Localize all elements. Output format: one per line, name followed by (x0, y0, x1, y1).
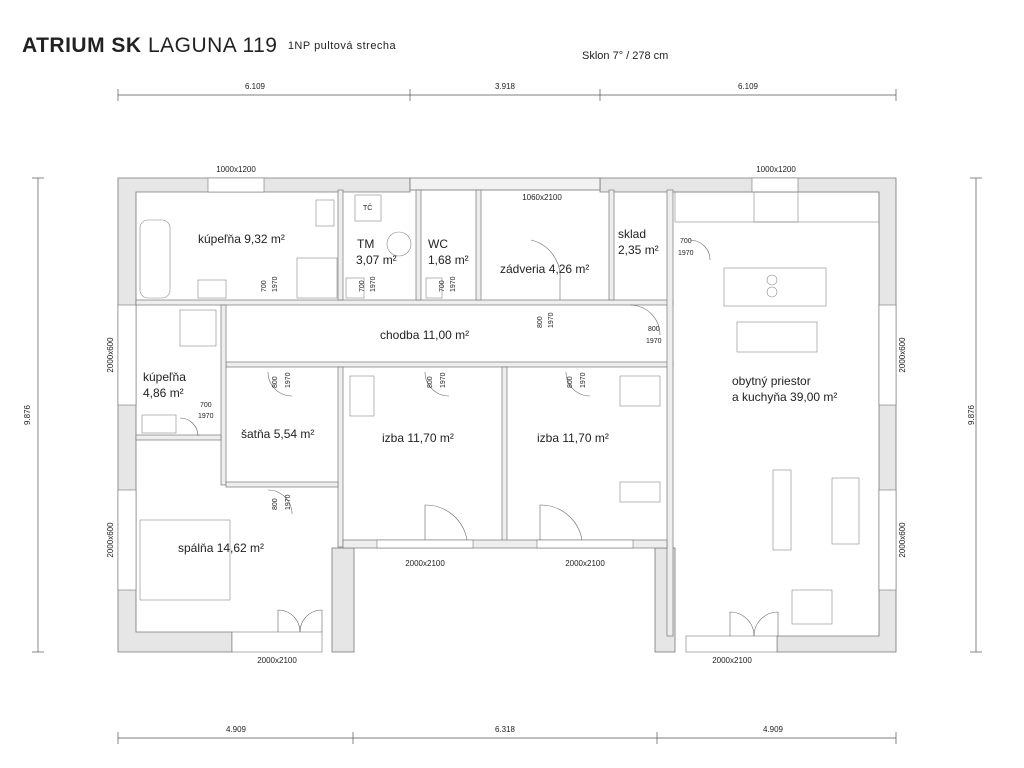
label-win-top-left: 1000x1200 (216, 165, 256, 174)
door-h-zadveria: 1970 (548, 312, 555, 328)
dim-top-1: 6.109 (245, 82, 266, 91)
door-h-obyvacka: 1970 (646, 338, 662, 345)
dim-top-2: 3.918 (495, 82, 516, 91)
room-tm-area: 3,07 m² (356, 253, 397, 267)
door-h-izba2: 1970 (580, 372, 587, 388)
room-wc-name: WC (428, 237, 448, 251)
room-satna: šatňa 5,54 m² (241, 427, 314, 441)
door-h-spalna: 1970 (285, 494, 292, 510)
dim-top-3: 6.109 (738, 82, 759, 91)
door-w-wc: 700 (439, 280, 446, 292)
label-door-spalna: 2000x2100 (257, 656, 297, 665)
roof-slope: Sklon 7° / 278 cm (582, 50, 669, 62)
room-kupelna2-name: kúpeľňa (143, 370, 186, 384)
door-h-kupelna1: 1970 (272, 276, 279, 292)
room-spalna: spálňa 14,62 m² (178, 541, 264, 555)
plan-title: ATRIUM SK LAGUNA 119 1NP pultová strecha (22, 34, 396, 58)
door-w-sklad: 700 (680, 238, 692, 245)
heat-pump-label: TČ (363, 203, 372, 212)
door-w-obyvacka: 800 (648, 326, 660, 333)
label-door-entry: 1060x2100 (522, 193, 562, 202)
room-wc-area: 1,68 m² (428, 253, 469, 267)
door-w-satna: 800 (272, 376, 279, 388)
door-w-kupelna2: 700 (200, 402, 212, 409)
door-h-izba1: 1970 (440, 372, 447, 388)
dim-left: 9.876 (23, 404, 32, 425)
door-w-tm: 700 (359, 280, 366, 292)
dim-bottom-1: 4.909 (226, 725, 247, 734)
room-sklad-name: sklad (618, 227, 646, 241)
door-w-zadveria: 800 (537, 316, 544, 328)
door-w-izba2: 800 (567, 376, 574, 388)
brand-name: ATRIUM SK (22, 34, 142, 57)
door-h-satna: 1970 (285, 372, 292, 388)
model-name: LAGUNA 119 (147, 34, 278, 57)
door-h-tm: 1970 (370, 276, 377, 292)
plan-subtitle: 1NP pultová strecha (287, 40, 397, 52)
room-kupelna1: kúpeľňa 9,32 m² (198, 232, 285, 246)
label-win-right-upper: 2000x600 (898, 337, 907, 373)
dim-right: 9.876 (967, 404, 976, 425)
dim-bottom-2: 6.318 (495, 725, 516, 734)
label-door-obyvacka: 2000x2100 (712, 656, 752, 665)
room-izba2: izba 11,70 m² (537, 431, 609, 445)
room-obyvacka-line2: a kuchyňa 39,00 m² (732, 390, 837, 404)
door-h-wc: 1970 (450, 276, 457, 292)
door-w-kupelna1: 700 (261, 280, 268, 292)
label-win-left-lower: 2000x600 (106, 522, 115, 558)
door-h-kupelna2: 1970 (198, 413, 214, 420)
room-obyvacka-line1: obytný priestor (732, 374, 811, 388)
door-w-spalna: 800 (272, 498, 279, 510)
room-tm-name: TM (357, 237, 374, 251)
dim-bottom-3: 4.909 (763, 725, 784, 734)
label-door-izba2: 2000x2100 (565, 559, 605, 568)
room-zadveria: zádveria 4,26 m² (500, 262, 589, 276)
label-win-top-right: 1000x1200 (756, 165, 796, 174)
room-chodba: chodba 11,00 m² (380, 328, 469, 342)
room-kupelna2-area: 4,86 m² (143, 386, 184, 400)
door-w-izba1: 800 (427, 376, 434, 388)
room-izba1: izba 11,70 m² (382, 431, 454, 445)
door-h-sklad: 1970 (678, 250, 694, 257)
label-win-right-lower: 2000x600 (898, 522, 907, 558)
label-win-left-upper: 2000x600 (106, 337, 115, 373)
label-door-izba1: 2000x2100 (405, 559, 445, 568)
room-sklad-area: 2,35 m² (618, 243, 659, 257)
